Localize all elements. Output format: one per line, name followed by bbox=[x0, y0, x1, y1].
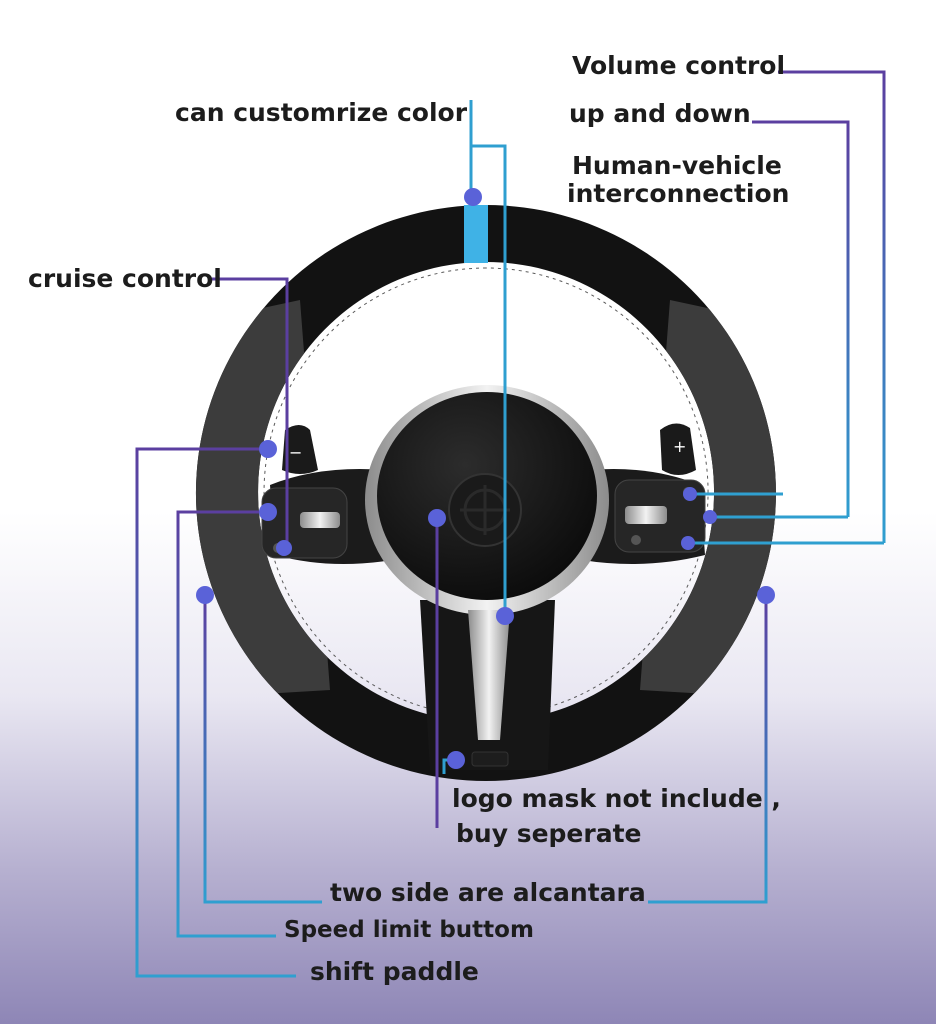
chrome-spoke-insert bbox=[468, 610, 510, 740]
dot-spoke bbox=[496, 607, 514, 625]
volume-roller[interactable] bbox=[625, 506, 667, 524]
label-logo-mask-line2: buy seperate bbox=[456, 819, 642, 848]
dot-alcantara-left bbox=[196, 586, 214, 604]
bottom-badge bbox=[471, 751, 509, 767]
dot-cruise bbox=[276, 540, 292, 556]
dot-shift-paddle bbox=[259, 440, 277, 458]
logo-mask-area bbox=[448, 473, 522, 547]
marker-dots bbox=[196, 188, 775, 769]
label-customize-color: can customrize color bbox=[175, 98, 468, 127]
speed-limit-button[interactable] bbox=[300, 512, 340, 528]
left-button-panel bbox=[261, 487, 348, 559]
shift-paddle-left[interactable]: − bbox=[282, 425, 318, 474]
shift-paddle-right[interactable]: + bbox=[660, 423, 696, 475]
dot-alcantara-right bbox=[757, 586, 775, 604]
dot-human-vehicle bbox=[683, 487, 697, 501]
label-up-and-down: up and down bbox=[569, 99, 751, 128]
paddle-minus-glyph: − bbox=[289, 443, 302, 462]
blue-stripe bbox=[464, 205, 488, 263]
dot-logo bbox=[428, 509, 446, 527]
label-human-vehicle-line1: Human-vehicle bbox=[572, 151, 782, 180]
dot-bottom bbox=[447, 751, 465, 769]
paddle-plus-glyph: + bbox=[673, 437, 686, 456]
label-speed-limit: Speed limit buttom bbox=[284, 917, 534, 943]
dot-up-down bbox=[703, 510, 717, 524]
leader-lines bbox=[135, 70, 886, 978]
dot-speed-limit bbox=[259, 503, 277, 521]
label-logo-mask-line1: logo mask not include , bbox=[452, 784, 781, 813]
phone-button[interactable] bbox=[631, 535, 641, 545]
label-cruise-control: cruise control bbox=[28, 264, 222, 293]
dot-customize-color bbox=[464, 188, 482, 206]
label-human-vehicle-line2: interconnection bbox=[567, 179, 790, 208]
dot-volume bbox=[681, 536, 695, 550]
label-shift-paddle: shift paddle bbox=[310, 957, 479, 986]
label-volume-control: Volume control bbox=[572, 51, 786, 80]
label-alcantara: two side are alcantara bbox=[330, 878, 646, 907]
right-button-panel bbox=[614, 479, 706, 553]
